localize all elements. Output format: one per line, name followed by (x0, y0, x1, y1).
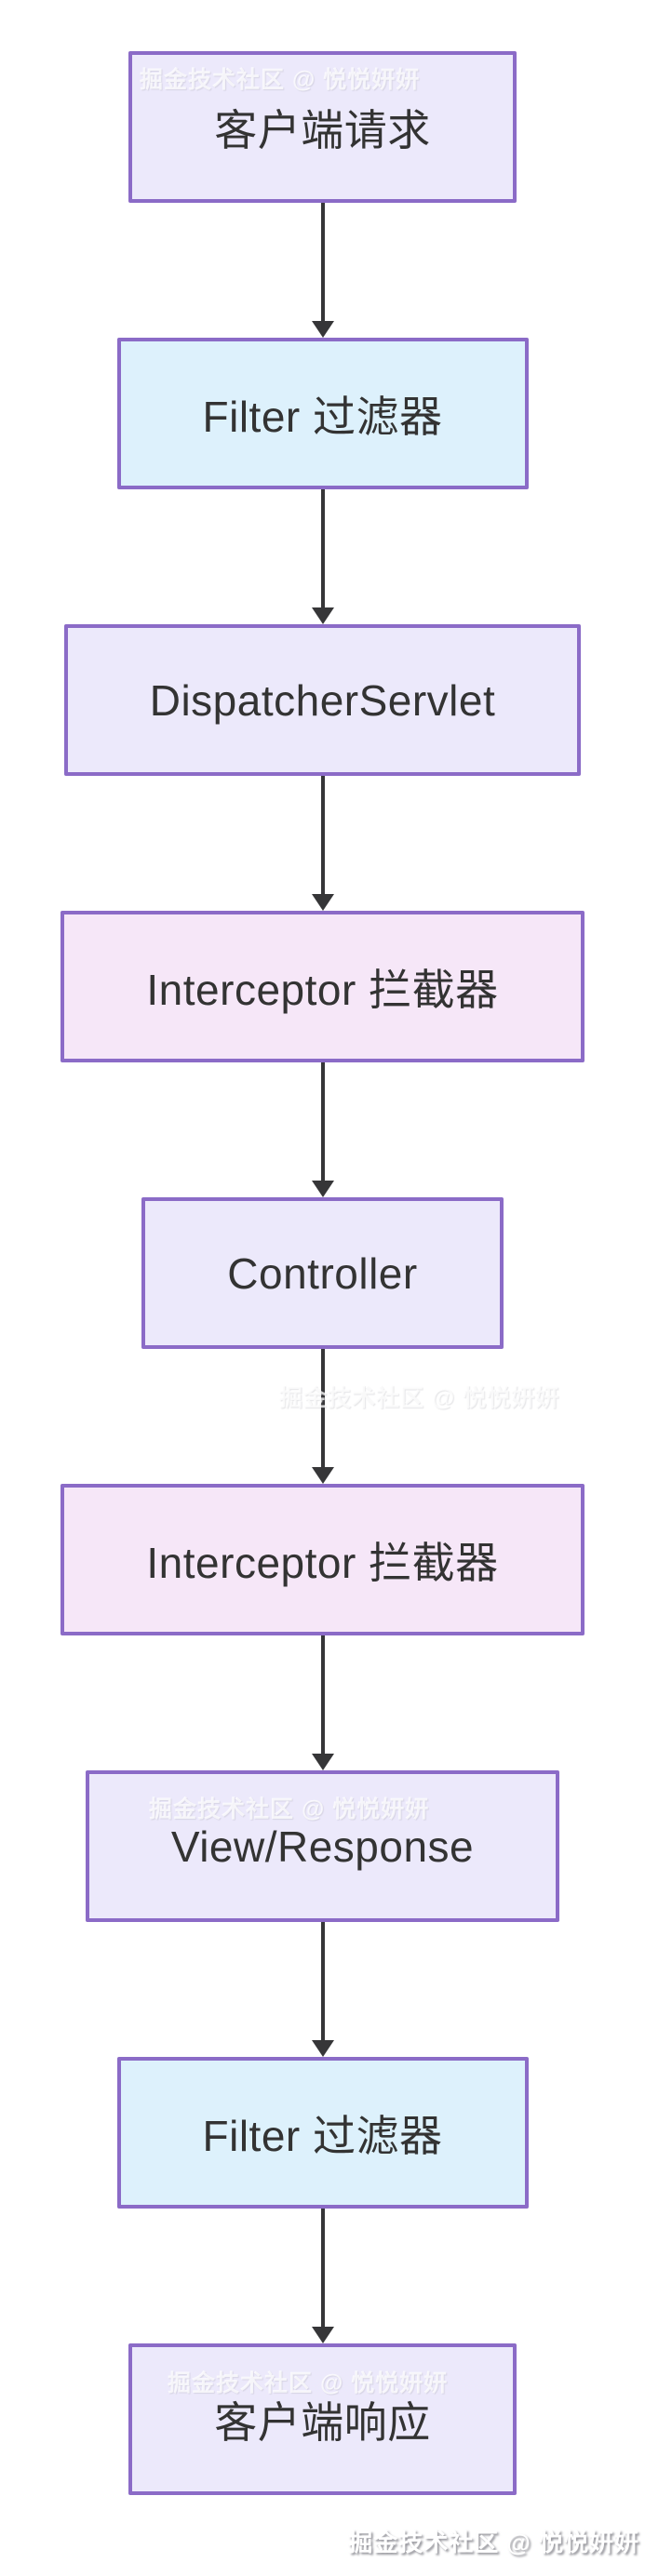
node-interceptor-pre: Interceptor 拦截器 (60, 911, 585, 1062)
arrow-head-icon (311, 2040, 334, 2057)
arrow-line (320, 203, 325, 322)
flow-arrow (311, 203, 334, 338)
node-dispatcher-servlet: DispatcherServlet (63, 624, 582, 776)
flow-arrow (311, 489, 334, 624)
node-client-request: 客户端请求 (128, 51, 517, 203)
arrow-head-icon (311, 1467, 334, 1484)
arrow-line (320, 1062, 325, 1181)
node-controller: Controller (141, 1197, 504, 1349)
arrow-head-icon (311, 894, 334, 911)
arrow-head-icon (311, 1754, 334, 1770)
node-interceptor-post: Interceptor 拦截器 (60, 1484, 585, 1635)
arrow-line (320, 776, 325, 895)
arrow-line (320, 1922, 325, 2041)
arrow-line (320, 2209, 325, 2328)
flow-arrow (311, 2209, 334, 2343)
node-filter-in: Filter 过滤器 (116, 338, 529, 489)
flow-arrow (311, 1635, 334, 1770)
arrow-line (320, 489, 325, 608)
watermark: 掘金技术社区 @ 悦悦妍妍 (348, 2529, 639, 2556)
flow-arrow (311, 1062, 334, 1197)
node-view-response: View/Response (85, 1770, 560, 1922)
arrow-head-icon (311, 321, 334, 338)
flow-arrow (311, 776, 334, 911)
arrow-head-icon (311, 1181, 334, 1197)
arrow-head-icon (311, 2327, 334, 2343)
arrow-head-icon (311, 607, 334, 624)
node-filter-out: Filter 过滤器 (116, 2057, 529, 2209)
arrow-line (320, 1349, 325, 1468)
flow-arrow (311, 1922, 334, 2057)
node-client-response: 客户端响应 (128, 2343, 517, 2495)
arrow-line (320, 1635, 325, 1755)
flow-arrow (311, 1349, 334, 1484)
